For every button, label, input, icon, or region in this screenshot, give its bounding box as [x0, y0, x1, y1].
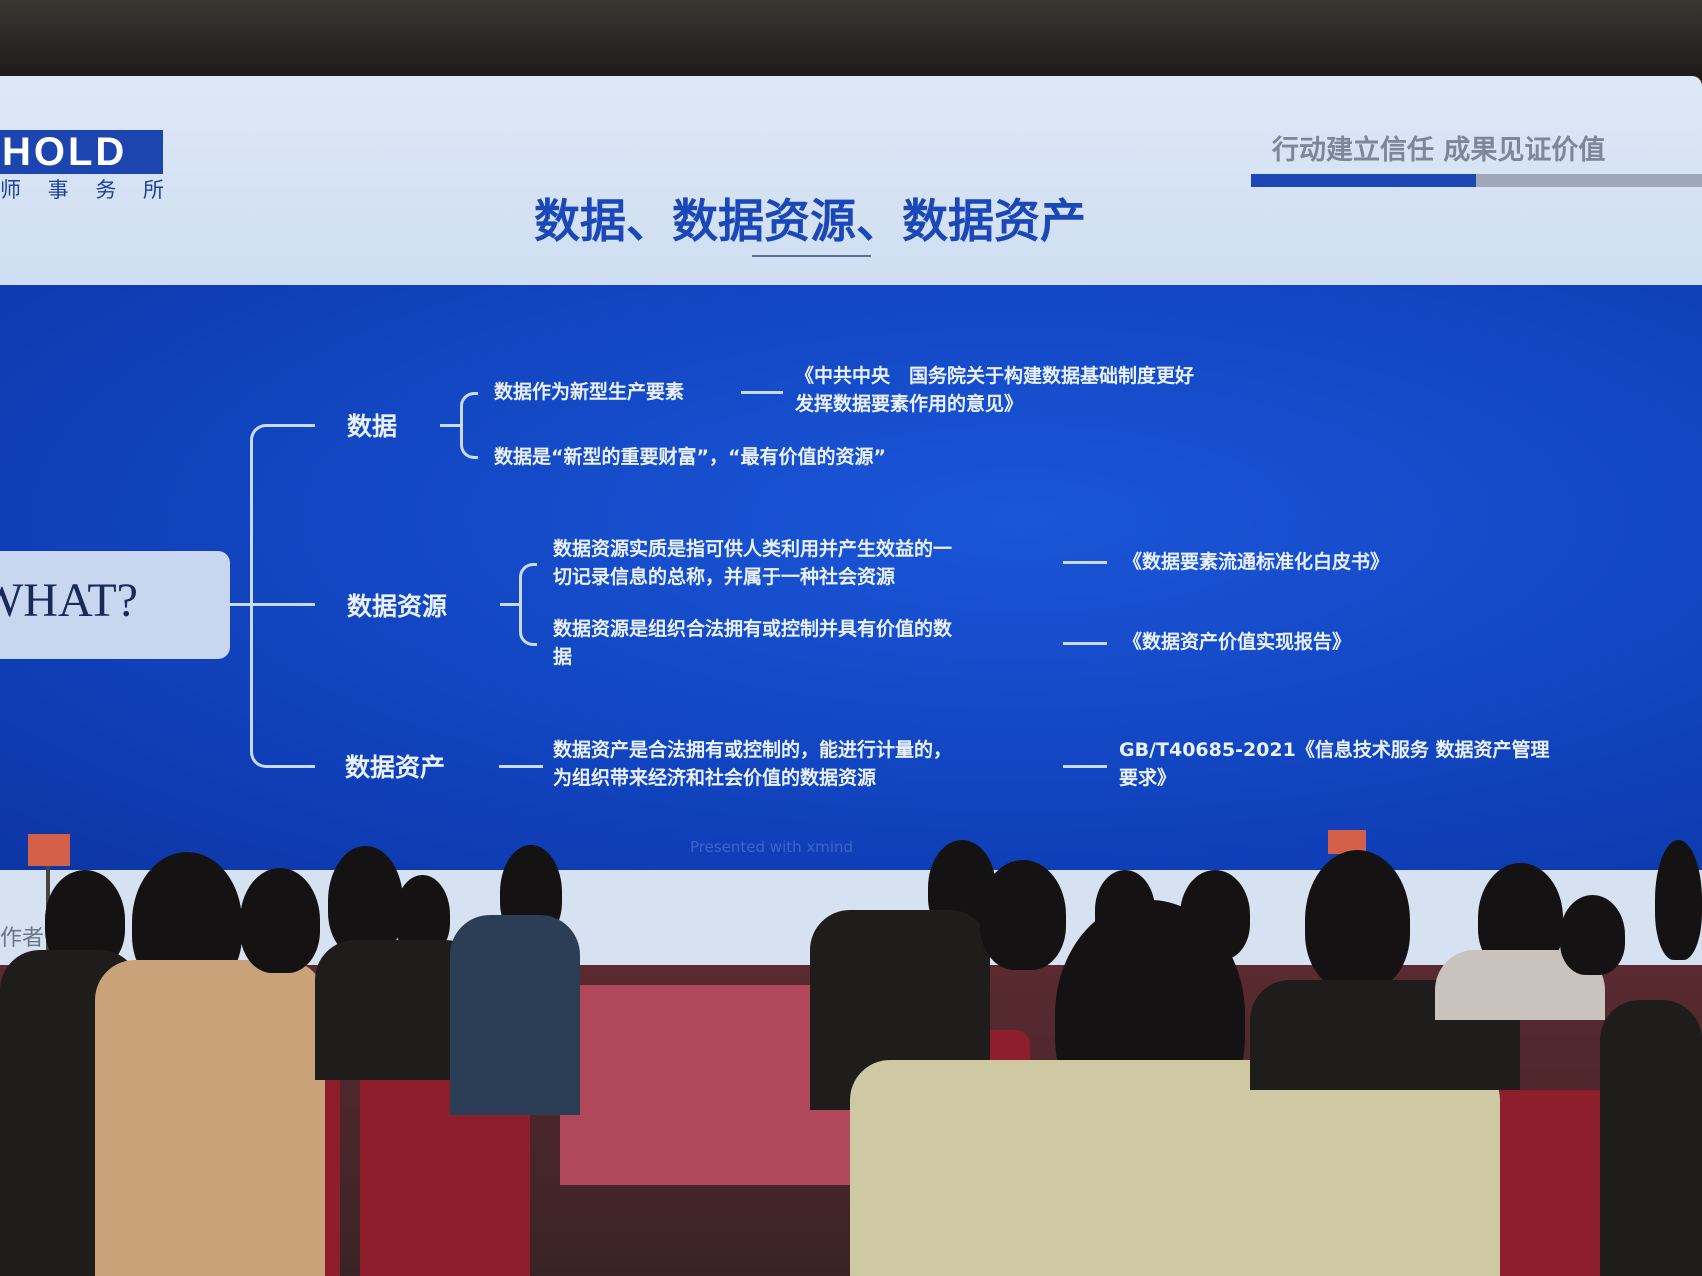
audience-head [1560, 895, 1625, 975]
item-text: 数据资源实质是指可供人类利用并产生效益的一切记录信息的总称，并属于一种社会资源 [553, 535, 952, 591]
audience-head [1655, 840, 1702, 960]
connector [1063, 561, 1107, 564]
connector [1063, 642, 1107, 645]
connector [440, 424, 462, 427]
connector-branch-2 [250, 603, 315, 606]
branch-data-asset: 数据资产 [345, 753, 446, 782]
item-text: 数据作为新型生产要素 [494, 381, 685, 403]
table-flag [28, 834, 70, 866]
item-text: 数据资产是合法拥有或控制的，能进行计量的， 为组织带来经济和社会价值的数据资源 [553, 736, 952, 792]
item-ref: GB/T40685-2021《信息技术服务 数据资产管理要求》 [1119, 736, 1549, 792]
root-node: WHAT? [0, 551, 230, 659]
ref-line: 发挥数据要素作用的意见》 [795, 393, 1024, 415]
connector [741, 391, 783, 394]
connector [499, 765, 543, 768]
text-line: 据 [553, 646, 573, 668]
item-ref: 《中共中央 国务院关于构建数据基础制度更好发挥数据要素作用的意见》 [795, 362, 1194, 418]
connector [500, 603, 522, 606]
logo-subtitle: 师 事 务 所 [0, 178, 175, 202]
audience-head [1305, 850, 1410, 990]
item-ref: 《数据要素流通标准化白皮书》 [1123, 551, 1390, 573]
text-line: 数据资源实质是指可供人类利用并产生效益的一 [553, 538, 953, 560]
connector [1063, 765, 1107, 768]
slide-body [0, 285, 1702, 870]
accent-bar-grey [1476, 174, 1702, 187]
branch-data: 数据 [347, 412, 398, 441]
text-line: 数据资源是组织合法拥有或控制并具有价值的数 [553, 618, 953, 640]
logo: HOLD [0, 130, 163, 174]
lower-strip-text: 作者 [0, 926, 45, 951]
ref-line: 要求》 [1119, 767, 1177, 789]
item-text: 数据是“新型的重要财富”，“最有价值的资源” [494, 446, 886, 468]
audience-head [328, 846, 403, 956]
audience-body [1600, 1000, 1702, 1276]
text-line: 为组织带来经济和社会价值的数据资源 [553, 767, 877, 789]
root-connector [230, 603, 251, 606]
audience-head [1180, 870, 1250, 960]
bracket [460, 392, 478, 459]
slogan: 行动建立信任 成果见证价值 [1272, 135, 1606, 166]
main-bracket [250, 424, 268, 768]
ref-line: GB/T40685-2021《信息技术服务 数据资产管理 [1119, 739, 1550, 761]
audience-head [980, 860, 1066, 970]
bracket [519, 563, 537, 646]
ref-line: 《中共中央 国务院关于构建数据基础制度更好 [795, 365, 1195, 387]
item-ref: 《数据资产价值实现报告》 [1123, 631, 1352, 653]
audience-body [450, 915, 580, 1115]
branch-data-resource: 数据资源 [347, 592, 448, 621]
accent-bar-blue [1251, 174, 1476, 187]
text-line: 切记录信息的总称，并属于一种社会资源 [553, 566, 896, 588]
ceiling [0, 0, 1702, 80]
slide-title: 数据、数据资源、数据资产 [534, 194, 1086, 248]
root-label: WHAT? [0, 574, 138, 627]
audience-head [1095, 870, 1155, 950]
text-line: 数据资产是合法拥有或控制的，能进行计量的， [553, 739, 953, 761]
connector-branch-3 [266, 765, 315, 768]
title-underline [752, 255, 871, 257]
item-text: 数据资源是组织合法拥有或控制并具有价值的数据 [553, 615, 952, 671]
audience-head [240, 868, 320, 973]
xmind-watermark: Presented with xmind [690, 838, 854, 856]
audience-body [850, 1060, 1500, 1276]
audience-body [95, 960, 325, 1276]
connector-branch-1 [266, 424, 315, 427]
